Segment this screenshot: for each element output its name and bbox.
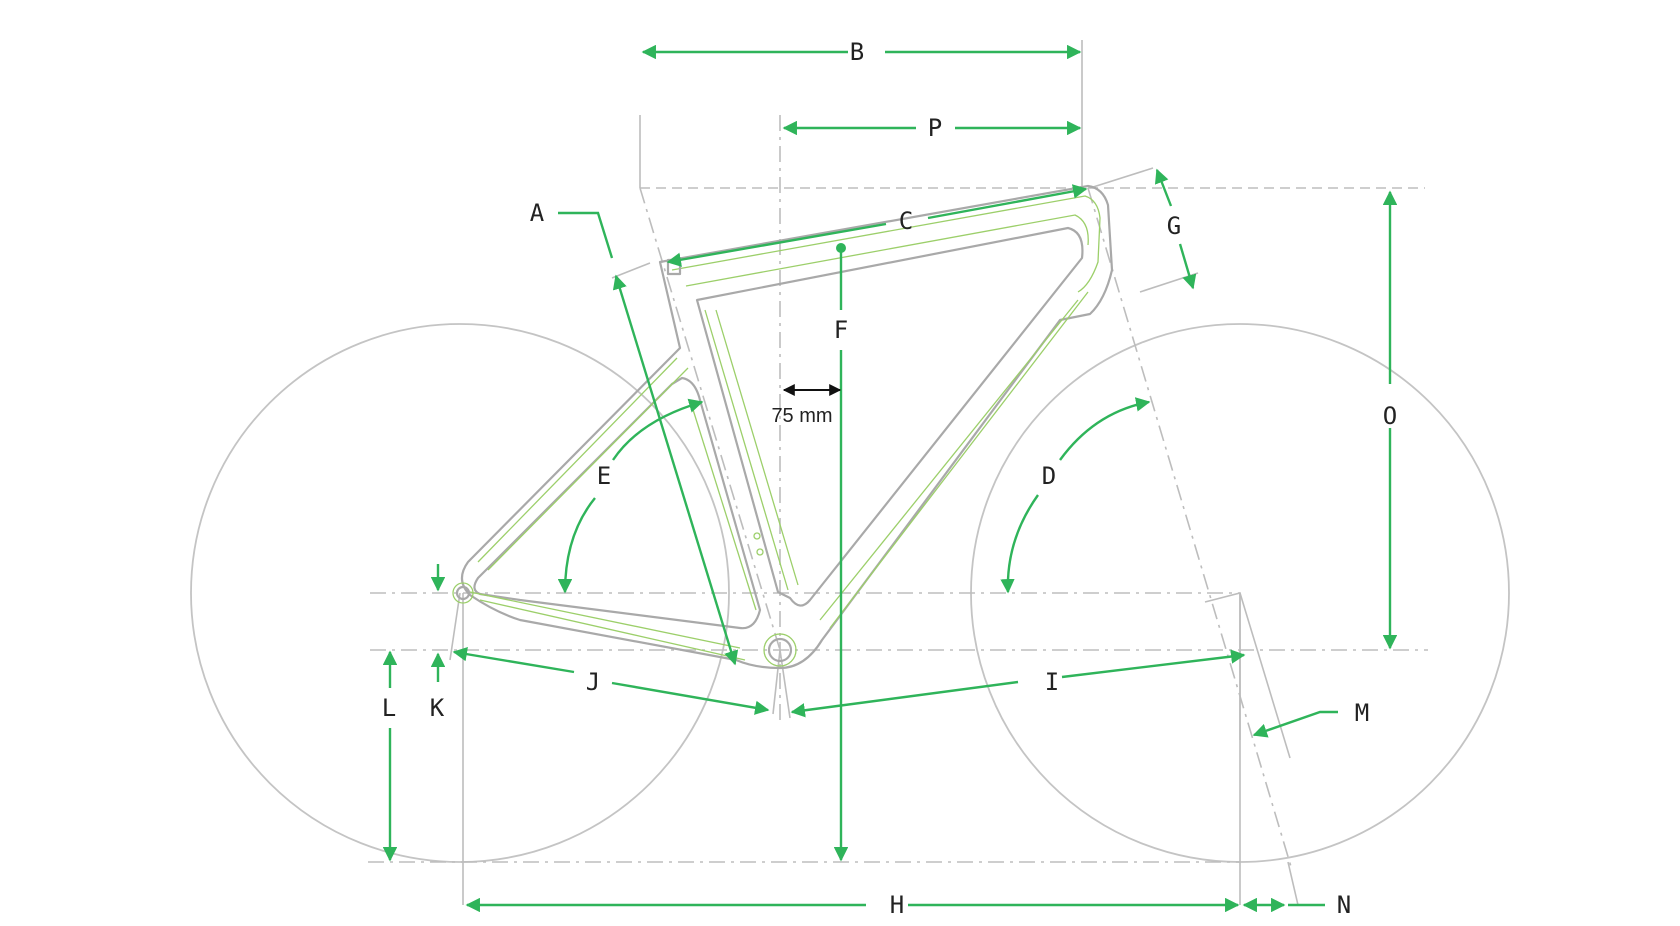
label-E: E — [597, 462, 611, 490]
label-D: D — [1042, 462, 1056, 490]
label-K: K — [430, 694, 445, 722]
guide-lines — [368, 40, 1428, 906]
label-M: M — [1355, 699, 1369, 727]
label-H: H — [890, 891, 904, 919]
bike-frame — [452, 184, 1114, 670]
offset-label: 75 mm — [771, 405, 832, 427]
label-O: O — [1383, 402, 1397, 430]
dimension-labels: B P C A G F 75 mm O E D J I L K M H N — [382, 38, 1397, 919]
label-A: A — [530, 199, 545, 227]
dimension-lines — [382, 44, 1398, 913]
label-N: N — [1337, 891, 1351, 919]
label-I: I — [1045, 668, 1059, 696]
label-B: B — [850, 38, 864, 66]
label-P: P — [928, 114, 942, 142]
label-C: C — [899, 207, 913, 235]
label-L: L — [382, 694, 396, 722]
label-G: G — [1167, 212, 1181, 240]
label-J: J — [586, 668, 600, 696]
label-F: F — [834, 316, 848, 344]
